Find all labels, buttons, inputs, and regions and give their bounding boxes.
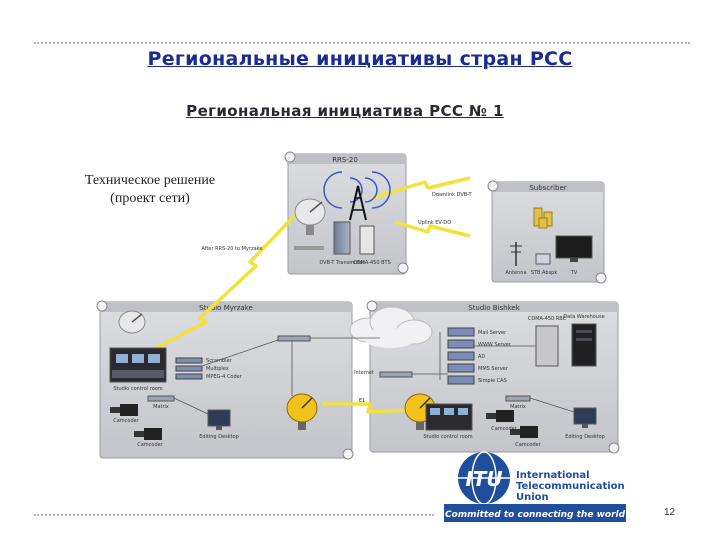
bishkek-control-room-label: Studio control room — [423, 434, 472, 440]
bishkek-control-room-photo: Studio control room — [423, 403, 473, 440]
camcoder-icon-2: Camcoder — [134, 428, 164, 448]
note-line-1: Техническое решение — [84, 173, 216, 188]
www-server-label: WWW Server — [478, 342, 512, 348]
slide-subtitle: Региональная инициатива РСС № 1 — [186, 102, 504, 120]
dvbt-transmitter-icon: DVB-T Transmitter — [319, 221, 366, 266]
stb-label: STB Abspk — [531, 270, 558, 276]
satellite-dish-yellow-1 — [286, 393, 318, 430]
mail-server-label: Mail Server — [478, 330, 507, 336]
cdma-bts-label: CDMA-450 BTS — [353, 260, 391, 266]
studio-dish-icon — [118, 310, 146, 334]
satellite-dish-icon — [294, 198, 326, 235]
link-satellite-bishkek — [322, 402, 411, 414]
link-rrs-to-myrzake — [147, 210, 300, 354]
studio-bishkek-label: Studio Bishkek — [468, 304, 520, 312]
coin-stacks-icon — [533, 207, 553, 229]
rrs20-panel: RRS-20 — [284, 151, 409, 275]
top-dotted-rule — [34, 42, 690, 44]
set-top-box-icon: STB Abspk — [531, 253, 558, 276]
itu-line2: Telecommunication — [516, 481, 625, 492]
subscriber-label: Subscriber — [529, 184, 566, 192]
multiplex-label: Multiplex — [206, 366, 229, 372]
rrs-link-bar — [294, 246, 324, 250]
bishkek-matrix-icon — [505, 395, 531, 402]
camcoder-label-1: Camcoder — [113, 418, 139, 424]
network-connectors — [173, 332, 575, 415]
myrzake-matrix-icon — [147, 395, 175, 402]
internet-cloud-icon — [349, 306, 433, 348]
ad-label: AD — [478, 354, 485, 360]
control-room-label: Studio control room — [113, 386, 162, 392]
uplink-label: Uplink EV-DO — [418, 220, 451, 226]
itu-acronym: ITU — [465, 467, 502, 491]
cdma-rbc-label: CDMA-450 RBC — [528, 316, 567, 322]
camcoder-icon-1: Camcoder — [110, 404, 140, 424]
link-downlink — [371, 176, 471, 200]
e1-label: E1 — [359, 398, 365, 404]
itu-logo: ITU International Telecommunication Unio… — [444, 451, 626, 522]
radio-tower-icon — [323, 171, 391, 221]
slide-title: Региональные инициативы стран РСС — [147, 48, 573, 70]
data-warehouse-icon: Data Warehouse — [563, 314, 605, 367]
rrs20-label: RRS-20 — [332, 156, 358, 164]
editing-desktop-icon-2: Editing Desktop — [565, 407, 605, 440]
studio-myrzake-label: Studio Myrzake — [199, 304, 253, 312]
camcoder-icon-3: Camcoder — [486, 410, 518, 432]
technical-solution-note: Техническое решение (проект сети) — [60, 172, 240, 208]
server-rack-stack: Mail Server WWW Server AD MMS Server Sim… — [447, 327, 512, 385]
after-rrs-label: After RRS-20 to Myrzake — [202, 246, 263, 252]
simple-cas-label: Simple CAS — [478, 378, 507, 384]
editing-desktop-icon-1: Editing Desktop — [199, 409, 239, 440]
itu-tagline: Committed to connecting the world — [445, 510, 626, 520]
editing-label-2: Editing Desktop — [565, 434, 605, 440]
tv-icon: TV — [555, 235, 593, 276]
page-number: 12 — [664, 507, 676, 518]
cdma-bts-icon: CDMA-450 BTS — [353, 225, 391, 266]
scrambler-label: Scrambler — [206, 358, 233, 364]
myrzake-matrix-label: Matrix — [153, 404, 169, 410]
itu-tagline-bar — [444, 504, 626, 522]
encoder-stack-icon: Scrambler Multiplex MPEG-4 Coder — [175, 357, 243, 380]
downlink-label: Downlink DVB-T — [432, 192, 473, 198]
internet-label: Internet — [354, 370, 374, 376]
coder-label: MPEG-4 Coder — [206, 374, 243, 380]
dvbt-label: DVB-T Transmitter — [319, 260, 365, 266]
camcoder-label-3: Camcoder — [491, 426, 517, 432]
control-room-photo: Studio control room — [109, 347, 167, 392]
mms-server-label: MMS Server — [478, 366, 509, 372]
tv-label: TV — [570, 270, 578, 276]
antenna-label: Antenna — [505, 270, 526, 276]
data-warehouse-label: Data Warehouse — [563, 314, 604, 320]
myrzake-switch-icon — [277, 335, 311, 342]
camcoder-icon-4: Camcoder — [510, 426, 542, 448]
itu-line3: Union — [516, 492, 549, 503]
editing-label-1: Editing Desktop — [199, 434, 239, 440]
subscriber-panel: Subscriber — [487, 180, 607, 284]
itu-line1: International — [516, 470, 590, 481]
link-uplink — [394, 220, 471, 238]
bishkek-router-icon — [379, 371, 413, 378]
camcoder-label-4: Camcoder — [515, 442, 541, 448]
camcoder-label-2: Camcoder — [137, 442, 163, 448]
bishkek-matrix-label: Matrix — [510, 404, 526, 410]
note-line-2: (проект сети) — [110, 191, 190, 206]
antenna-icon: Antenna — [505, 242, 527, 276]
bottom-dotted-rule — [34, 514, 434, 516]
wireless-links — [147, 176, 471, 414]
